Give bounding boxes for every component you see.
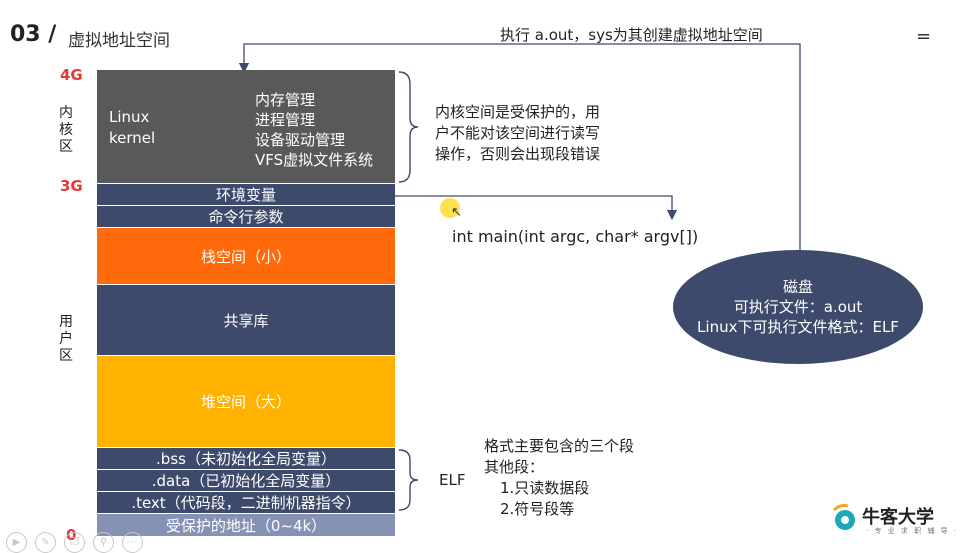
elf-description: 格式主要包含的三个段 其他段： 1.只读数据段 2.符号段等 bbox=[484, 437, 635, 518]
exec-note: 执行 a.out，sys为其创建虚拟地址空间 bbox=[500, 26, 763, 44]
cursor-highlight bbox=[440, 198, 460, 218]
elf-label: ELF bbox=[439, 471, 466, 489]
address-4g: 4G bbox=[60, 66, 83, 84]
exec-arrow bbox=[238, 43, 801, 255]
menu-icon[interactable]: = bbox=[916, 26, 932, 47]
data-block: .data（已初始化全局变量） bbox=[97, 470, 395, 492]
shared-lib-block: 共享库 bbox=[97, 285, 395, 356]
cmd-args-block: 命令行参数 bbox=[97, 206, 395, 228]
kernel-region-label: 内核区 bbox=[59, 105, 73, 155]
logo-icon bbox=[832, 504, 855, 530]
user-region-label: 用户区 bbox=[59, 314, 73, 364]
address-3g: 3G bbox=[60, 177, 83, 195]
disk-line2: Linux下可执行文件格式：ELF bbox=[697, 318, 899, 336]
kernel-note: 内核空间是受保护的，用户不能对该空间进行读写操作，否则会出现段错误 bbox=[435, 103, 601, 163]
env-vars-block: 环境变量 bbox=[97, 184, 395, 206]
slide-number: 03 / bbox=[10, 22, 57, 47]
bss-block: .bss（未初始化全局变量） bbox=[97, 448, 395, 470]
slide-title: 虚拟地址空间 bbox=[68, 31, 170, 51]
pen-icon[interactable]: ✎ bbox=[35, 532, 56, 553]
heap-block: 堆空间（大） bbox=[97, 356, 395, 448]
disk-line1: 可执行文件：a.out bbox=[733, 298, 863, 316]
logo-tagline: · 专 业 求 职 辅 导 · bbox=[866, 527, 959, 535]
more-icon[interactable]: ⋯ bbox=[122, 532, 143, 553]
play-icon[interactable]: ▶ bbox=[6, 532, 27, 553]
disk-title: 磁盘 bbox=[782, 278, 813, 296]
elf-brace bbox=[398, 449, 419, 511]
disk-ellipse: 磁盘 可执行文件：a.out Linux下可执行文件格式：ELF bbox=[673, 250, 923, 364]
zoom-icon[interactable]: ⚲ bbox=[93, 532, 114, 553]
kernel-brace bbox=[398, 71, 419, 183]
logo-name: 牛客大学 bbox=[862, 507, 934, 528]
pointer-icon: ↖ bbox=[451, 205, 462, 220]
stack-block: 栈空间（小） bbox=[97, 228, 395, 285]
copy-icon[interactable]: ❐ bbox=[64, 532, 85, 553]
env-arrow bbox=[395, 195, 678, 221]
protected-block: 受保护的地址（0~4k） bbox=[97, 514, 395, 536]
text-block: .text（代码段，二进制机器指令） bbox=[97, 492, 395, 514]
main-signature: int main(int argc, char* argv[]) bbox=[452, 227, 699, 246]
